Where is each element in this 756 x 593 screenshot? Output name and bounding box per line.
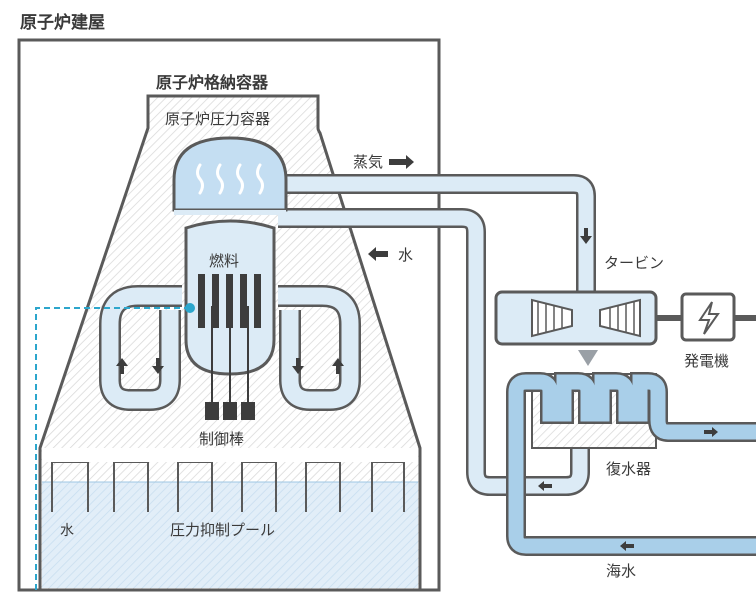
label-containment-vessel: 原子炉格納容器 — [156, 73, 269, 92]
label-water-return: 水 — [398, 246, 413, 264]
turbine-blades-icon — [531, 298, 641, 338]
suppression-pool — [42, 482, 418, 588]
label-steam: 蒸気 — [353, 153, 383, 171]
label-fuel: 燃料 — [209, 252, 239, 270]
label-reactor-building: 原子炉建屋 — [20, 12, 105, 33]
label-pool-water: 水 — [60, 523, 74, 539]
lightning-icon — [698, 301, 720, 335]
label-pressure-vessel: 原子炉圧力容器 — [165, 110, 270, 128]
fuel-rods — [198, 274, 261, 328]
flow-arrows — [116, 155, 718, 551]
label-control-rods: 制御棒 — [199, 430, 244, 448]
steam-waves-icon — [196, 163, 264, 195]
control-rods — [205, 306, 255, 420]
reactor-pressure-vessel — [172, 136, 288, 212]
generator — [680, 292, 736, 342]
sensor-dot — [185, 303, 195, 313]
label-condenser: 復水器 — [606, 460, 651, 478]
label-suppression-pool: 圧力抑制プール — [170, 521, 275, 539]
label-turbine: タービン — [604, 254, 664, 272]
dashed-instrument-line — [35, 307, 190, 593]
label-generator: 発電機 — [684, 352, 729, 370]
label-seawater: 海水 — [606, 562, 636, 580]
